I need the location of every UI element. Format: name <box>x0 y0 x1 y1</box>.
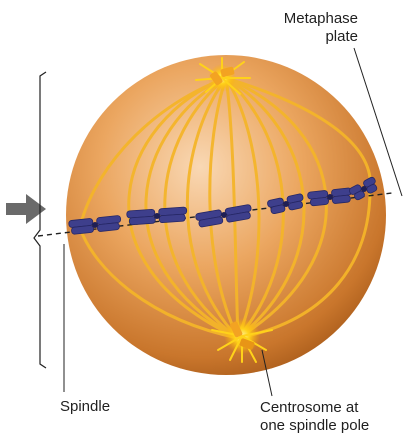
centrosome-label: Centrosome at one spindle pole <box>260 399 369 435</box>
spindle-bracket <box>34 72 46 368</box>
centrosome-label-line2: one spindle pole <box>260 417 369 435</box>
spindle-label: Spindle <box>60 398 110 416</box>
metaphase-plate-label-line2: plate <box>284 28 358 46</box>
metaphase-plate-label-line1: Metaphase <box>284 10 358 28</box>
centrosome-label-line1: Centrosome at <box>260 399 369 417</box>
metaphase-plate-label: Metaphase plate <box>284 10 358 46</box>
